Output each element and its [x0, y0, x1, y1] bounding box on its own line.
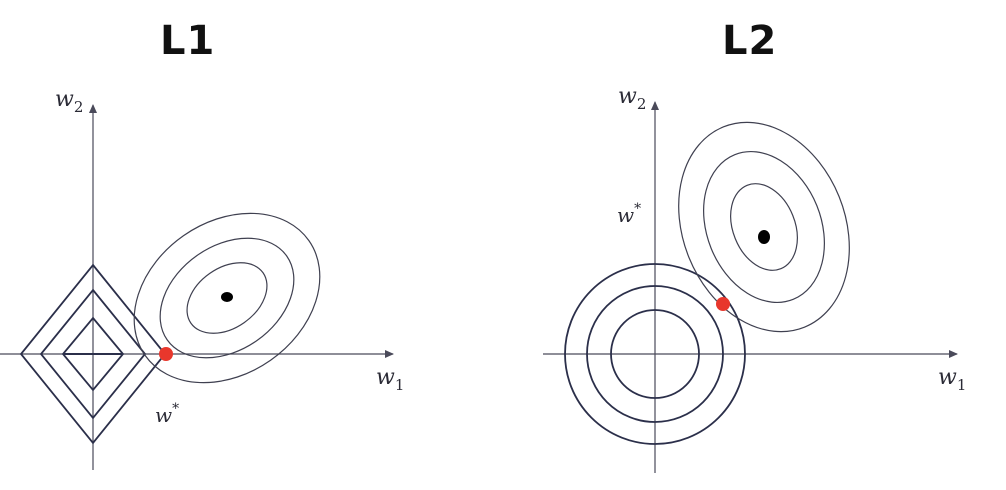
l1-loss-minimum [221, 292, 233, 302]
l2-axis-x-label: w1 [938, 365, 966, 394]
l1-contour-outer [133, 212, 321, 384]
l2-optimum-point [716, 297, 730, 311]
l1-axis-x-label: w1 [376, 365, 404, 394]
l2-contour-outer [678, 121, 850, 333]
l2-loss-minimum [758, 230, 770, 244]
l2-circle-medium [586, 285, 724, 423]
l1-diamond-constraints [19, 263, 167, 445]
l2-panel: w1 w2 w* [543, 84, 966, 473]
l1-panel: w1 w2 w* [0, 87, 404, 470]
l1-optimum-point [159, 347, 173, 361]
l1-solution-label: w* [155, 401, 179, 427]
l2-circle-constraints [564, 263, 746, 445]
l2-contour-middle [703, 150, 825, 304]
l2-circle-small [610, 309, 700, 399]
l1-diamond-medium [39, 288, 147, 420]
l1-diamond-small [61, 316, 125, 392]
l2-axis-y-label: w2 [618, 84, 646, 113]
l1-loss-contours [133, 212, 321, 384]
l2-contour-inner [730, 183, 798, 271]
l1-axis-y-label: w2 [55, 87, 83, 116]
l1-title: L1 [160, 18, 216, 64]
l2-circle-large [564, 263, 746, 445]
l2-title: L2 [722, 18, 778, 64]
l1-diamond-large [19, 263, 167, 445]
l2-solution-label: w* [617, 201, 641, 227]
l1-contour-inner [186, 262, 268, 334]
l2-loss-contours [678, 121, 850, 333]
l1-contour-middle [159, 237, 295, 359]
